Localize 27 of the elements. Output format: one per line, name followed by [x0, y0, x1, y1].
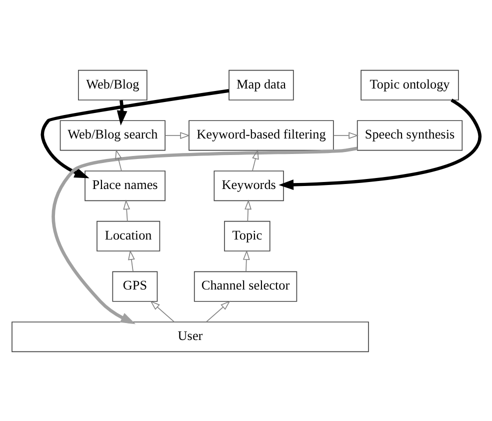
node-box: Topic ontology: [360, 69, 459, 100]
arrow: [333, 132, 359, 138]
arrow: [52, 146, 358, 324]
arrow: [128, 249, 135, 272]
node-box: Location: [96, 220, 160, 251]
node-box: Web/Blog search: [60, 120, 166, 150]
arrow: [116, 99, 128, 126]
node-box: Keyword-based filtering: [188, 120, 334, 150]
node-box: Channel selector: [194, 270, 298, 302]
node-box: Topic: [224, 220, 270, 251]
node-box: Web/Blog: [78, 69, 148, 100]
arrow: [242, 249, 250, 272]
arrow: [123, 199, 130, 222]
arrow: [115, 148, 122, 171]
node-box: GPS: [112, 270, 158, 302]
arrow: [244, 199, 252, 222]
node-box: Place names: [84, 170, 166, 201]
node-box: Keywords: [214, 170, 284, 201]
arrow: [40, 88, 230, 178]
arrow: [278, 98, 482, 190]
node-box: Speech synthesis: [356, 120, 463, 150]
arrow: [164, 132, 190, 138]
arrow: [252, 148, 259, 171]
node-box: User: [12, 321, 369, 352]
arrow: [206, 300, 230, 322]
node-box: Map data: [228, 69, 294, 100]
arrow: [150, 300, 175, 322]
